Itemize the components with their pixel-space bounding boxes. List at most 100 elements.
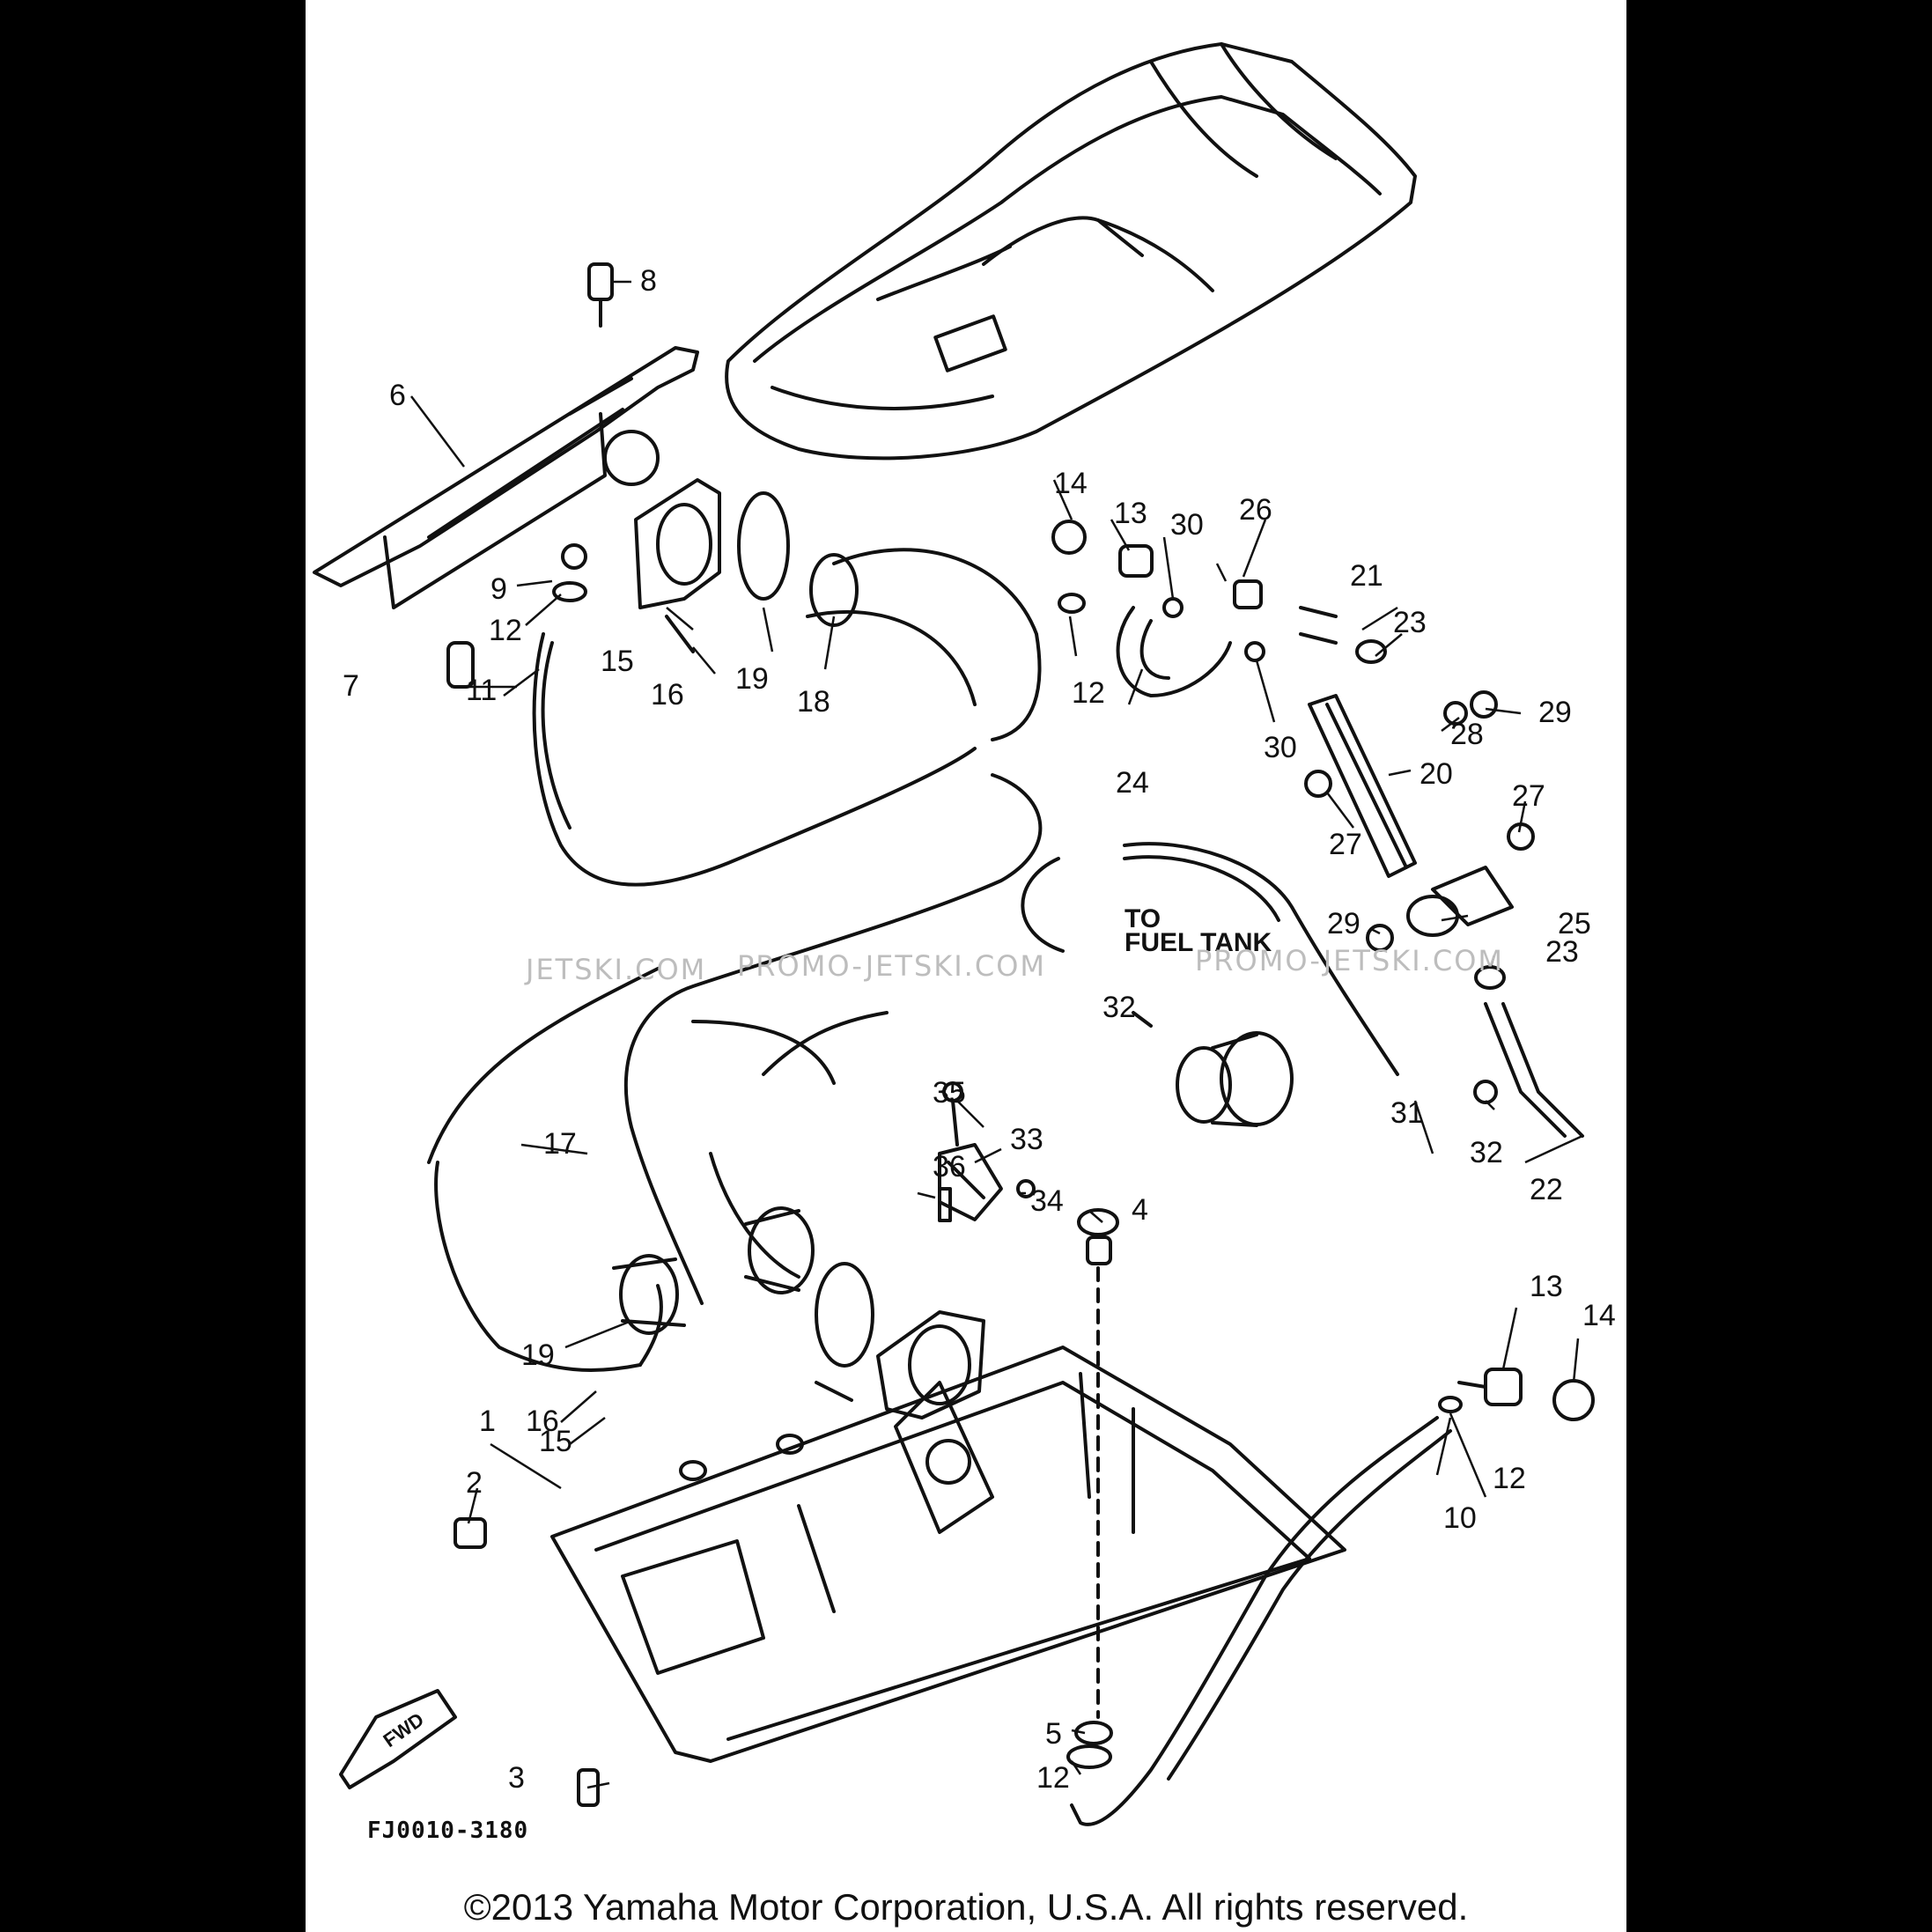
callout-23-a: 23 bbox=[1393, 606, 1427, 639]
callout-13-b: 13 bbox=[1530, 1270, 1563, 1303]
part-9-nut bbox=[561, 543, 587, 570]
callout-13-a: 13 bbox=[1114, 497, 1147, 530]
part-14-cap-lower bbox=[1552, 1379, 1595, 1421]
callout-32-a: 32 bbox=[1470, 1136, 1503, 1169]
callout-21: 21 bbox=[1350, 559, 1383, 593]
watermark-mid: PROMO-JETSKI.COM bbox=[737, 949, 1046, 983]
callout-30-b: 30 bbox=[1264, 731, 1297, 764]
callout-19-b: 19 bbox=[521, 1338, 555, 1372]
part-32-clip-left bbox=[1132, 1011, 1153, 1028]
part-3-bolt bbox=[577, 1768, 600, 1807]
callout-22: 22 bbox=[1530, 1173, 1563, 1206]
callout-18: 18 bbox=[797, 685, 830, 719]
part-17-hose bbox=[427, 773, 1043, 1372]
callout-12-b: 12 bbox=[1072, 676, 1105, 710]
part-27-nut-upper bbox=[1304, 770, 1332, 798]
part-2-bolt bbox=[454, 1517, 487, 1549]
callout-15-b: 15 bbox=[539, 1425, 572, 1458]
part-6-bracket bbox=[313, 346, 699, 609]
hose-coupling-lower bbox=[612, 1206, 815, 1335]
callout-12-c: 12 bbox=[1493, 1462, 1526, 1495]
callout-32-b: 32 bbox=[1102, 991, 1136, 1024]
part-31-fuel-hose bbox=[1021, 842, 1399, 1076]
callout-24: 24 bbox=[1116, 766, 1149, 800]
hose-coupling-right bbox=[1176, 1031, 1294, 1127]
callout-28: 28 bbox=[1450, 718, 1484, 751]
copyright-notice: ©2013 Yamaha Motor Corporation, U.S.A. A… bbox=[463, 1886, 1469, 1928]
callout-30-a: 30 bbox=[1170, 508, 1204, 542]
callout-11: 11 bbox=[466, 674, 497, 707]
callout-31: 31 bbox=[1390, 1096, 1424, 1130]
callout-12-d: 12 bbox=[1036, 1761, 1070, 1795]
exploded-parts-diagram: 8 6 9 12 7 11 15 16 19 18 14 13 30 26 21… bbox=[313, 42, 1616, 1826]
callout-16-b: 16 bbox=[526, 1405, 559, 1438]
callout-33: 33 bbox=[1010, 1123, 1043, 1156]
part-26-fitting bbox=[1233, 579, 1263, 609]
callout-15-a: 15 bbox=[601, 645, 634, 678]
part-25-cock bbox=[1406, 866, 1514, 937]
callout-5: 5 bbox=[1045, 1717, 1062, 1751]
callout-25: 25 bbox=[1558, 907, 1591, 940]
part-23-clamp-upper bbox=[1355, 639, 1387, 664]
hull-inset bbox=[725, 42, 1417, 461]
callout-6: 6 bbox=[389, 379, 406, 412]
callout-23-b: 23 bbox=[1545, 935, 1579, 969]
part-21-clips bbox=[1299, 606, 1338, 645]
part-15-flange-upper bbox=[634, 478, 721, 609]
diagram-sheet: 8 6 9 12 7 11 15 16 19 18 14 13 30 26 21… bbox=[306, 0, 1626, 1932]
part-19-clamp-upper bbox=[737, 491, 790, 601]
callout-17: 17 bbox=[543, 1127, 577, 1161]
callout-29-a: 29 bbox=[1538, 696, 1572, 729]
callout-27-a: 27 bbox=[1329, 828, 1362, 861]
callout-3: 3 bbox=[508, 1761, 525, 1795]
fwd-arrow bbox=[339, 1689, 457, 1789]
callout-9: 9 bbox=[490, 572, 507, 606]
figure-code: FJ0010-3180 bbox=[367, 1818, 529, 1844]
part-30-clip-b bbox=[1244, 641, 1265, 662]
part-18-hose bbox=[806, 548, 1042, 741]
part-12-clamp bbox=[552, 581, 587, 602]
part-4-grommet bbox=[1077, 1208, 1119, 1719]
callout-4: 4 bbox=[1132, 1193, 1148, 1227]
fwd-label: FWD bbox=[380, 1708, 428, 1751]
part-16-screw-upper bbox=[665, 615, 695, 653]
part-12-clamp-lower bbox=[1066, 1744, 1112, 1769]
callout-35: 35 bbox=[933, 1076, 966, 1110]
part-34-washer bbox=[1016, 1179, 1036, 1198]
part-12-clamp-upper bbox=[1058, 593, 1086, 614]
part-1-tray bbox=[550, 1346, 1346, 1763]
part-16-screw-lower bbox=[815, 1381, 853, 1402]
part-11-hose bbox=[532, 632, 977, 887]
callout-16-a: 16 bbox=[651, 678, 684, 712]
part-36-bolt bbox=[938, 1187, 952, 1222]
callout-29-b: 29 bbox=[1327, 907, 1361, 940]
part-29-nut-upper bbox=[1470, 690, 1498, 719]
callout-2: 2 bbox=[466, 1466, 483, 1500]
part-5-nut bbox=[1074, 1721, 1113, 1745]
part-20-filter bbox=[1308, 694, 1417, 878]
part-24-fuel-line bbox=[1116, 606, 1232, 697]
callout-14-b: 14 bbox=[1582, 1299, 1616, 1332]
callout-10: 10 bbox=[1443, 1501, 1477, 1535]
callout-7: 7 bbox=[343, 669, 359, 703]
callout-20: 20 bbox=[1420, 757, 1453, 791]
callout-19-a: 19 bbox=[735, 662, 769, 696]
part-30-clip-a bbox=[1162, 597, 1184, 618]
fuel-note-line1: TO bbox=[1125, 904, 1161, 933]
callout-36: 36 bbox=[933, 1150, 966, 1184]
fuel-note-line2: FUEL TANK bbox=[1125, 928, 1272, 957]
part-19-clamp-lower bbox=[815, 1262, 874, 1368]
part-13-fitting-lower bbox=[1457, 1368, 1523, 1406]
part-13-fitting-upper bbox=[1118, 544, 1154, 578]
part-28-clamp bbox=[1443, 701, 1468, 726]
callout-26: 26 bbox=[1239, 493, 1272, 527]
part-12-clamp-right bbox=[1438, 1396, 1463, 1413]
callout-27-b: 27 bbox=[1512, 779, 1545, 813]
callout-34: 34 bbox=[1030, 1184, 1064, 1218]
callout-8: 8 bbox=[640, 264, 657, 298]
callout-1: 1 bbox=[479, 1405, 496, 1438]
callout-14-a: 14 bbox=[1054, 467, 1088, 500]
part-32-clip-right bbox=[1473, 1080, 1498, 1104]
watermark-right: PROMO-JETSKI.COM bbox=[1195, 944, 1504, 977]
part-8-grommet bbox=[587, 262, 614, 328]
